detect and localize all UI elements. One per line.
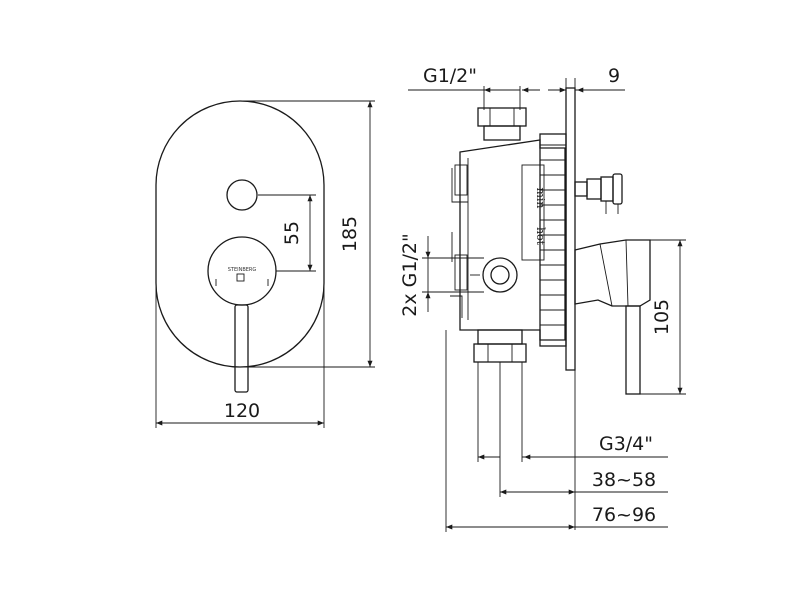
temperature-label-plate xyxy=(521,164,545,261)
width-dimension-label: 120 xyxy=(224,400,260,422)
height-dimension-label: 185 xyxy=(339,216,361,252)
side-inlet-label: 2x G1/2" xyxy=(399,233,421,316)
handle-lever-side xyxy=(625,305,641,395)
side-inlet xyxy=(482,257,518,293)
mixer-lever xyxy=(234,304,249,393)
outlet-label: G3/4" xyxy=(599,433,653,455)
front-view: STEINBERG 185 55 120 xyxy=(155,100,375,428)
cover-plate-outline xyxy=(155,100,325,368)
bottom-outlet-nut xyxy=(473,343,527,363)
label-min: min xyxy=(534,187,547,208)
spout-drop-label: 105 xyxy=(651,299,673,335)
side-view: min hot G1/2" xyxy=(399,65,686,532)
top-inlet-label: G1/2" xyxy=(423,65,477,87)
handle-side-profile xyxy=(574,239,651,307)
brand-logo-text: STEINBERG xyxy=(228,267,257,273)
depth-long-label: 76~96 xyxy=(592,504,656,526)
diverter-knob xyxy=(574,173,623,214)
diverter-button xyxy=(226,179,258,211)
brand-logo-mark xyxy=(236,273,245,282)
thread-block xyxy=(539,133,567,347)
top-inlet-nut xyxy=(477,107,527,127)
plate-thickness-label: 9 xyxy=(608,65,620,87)
depth-short-label: 38~58 xyxy=(592,469,656,491)
spacing-dimension-label: 55 xyxy=(281,221,303,245)
wall-cover-plate xyxy=(565,87,576,371)
label-hot: hot xyxy=(534,227,547,246)
